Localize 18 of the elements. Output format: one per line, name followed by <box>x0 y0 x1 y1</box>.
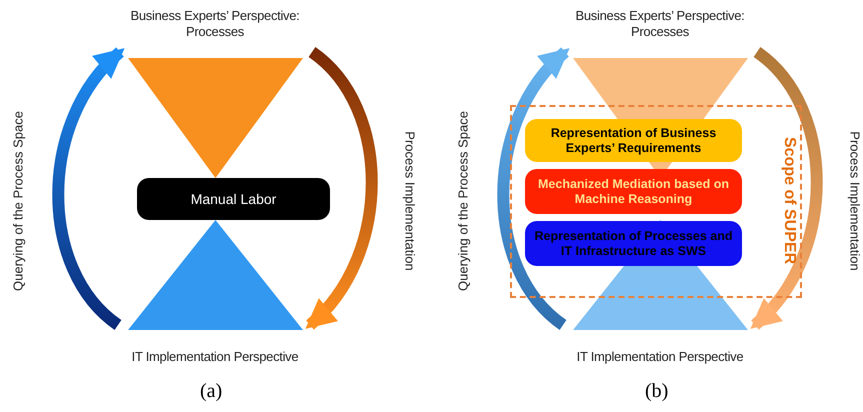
panel-caption: (b) <box>645 380 668 403</box>
perspective-heading: Business Experts’ Perspective: Processes <box>130 8 300 40</box>
edge-label: Process Implementation <box>848 130 862 270</box>
process-box: Manual Labor <box>137 178 330 220</box>
layer-box: Representation of Processes and IT Infrastructure as SWS <box>525 221 742 266</box>
layer-box: Mechanized Mediation based on Machine Reasoning <box>525 169 742 214</box>
scope-label: Scope of SUPER <box>780 136 798 267</box>
edge-label: Querying of the Process Space <box>456 110 470 290</box>
curved-arrow <box>52 48 124 330</box>
perspective-heading: Business Experts’ Perspective: Processes <box>574 8 746 40</box>
curved-arrow <box>306 47 378 330</box>
perspective-heading: IT Implementation Perspective <box>576 349 744 365</box>
curved-arrow <box>750 47 823 330</box>
edge-label: Querying of the Process Space <box>10 110 26 290</box>
perspective-heading: IT Implementation Perspective <box>130 349 300 365</box>
layer-box: Representation of Business Experts’ Requirements <box>525 119 742 162</box>
panel-caption: (a) <box>200 380 222 403</box>
edge-label: Process Implementation <box>402 130 418 270</box>
